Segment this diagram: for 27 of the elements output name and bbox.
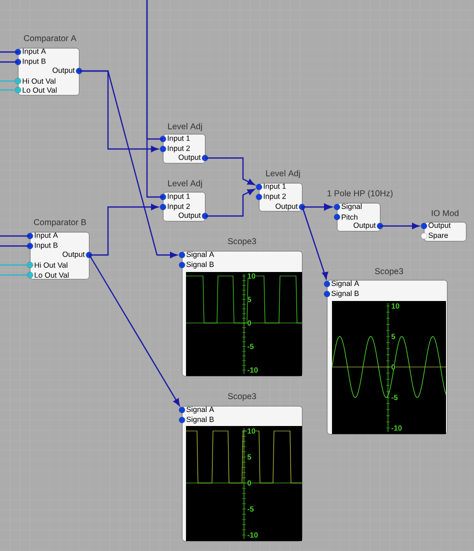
module-title: Scope3	[374, 268, 404, 276]
module-title: 1 Pole HP (10Hz)	[328, 190, 393, 198]
module-title: Comparator B	[34, 219, 86, 227]
wire	[205, 188, 255, 217]
module-title: Comparator A	[24, 35, 76, 43]
wire	[0, 274, 30, 276]
wire	[302, 206, 328, 280]
wire	[0, 235, 30, 237]
wire	[89, 204, 158, 256]
module-title: IO Mod	[432, 210, 458, 216]
wire	[146, 0, 163, 198]
wire	[302, 204, 332, 210]
module-title: Level Adj	[266, 170, 300, 178]
wire	[0, 89, 18, 91]
module-title: Scope3	[228, 393, 256, 401]
wire	[0, 61, 18, 63]
wire	[88, 254, 180, 406]
module-title: Level Adj	[168, 123, 202, 131]
wire	[79, 70, 178, 258]
wire	[0, 245, 30, 247]
wire	[0, 51, 18, 53]
module-title: Level Adj	[168, 180, 202, 188]
wire	[205, 157, 255, 186]
module-title: Scope3	[228, 238, 256, 246]
wire	[380, 222, 420, 230]
wire	[0, 264, 30, 266]
wire	[0, 80, 18, 82]
